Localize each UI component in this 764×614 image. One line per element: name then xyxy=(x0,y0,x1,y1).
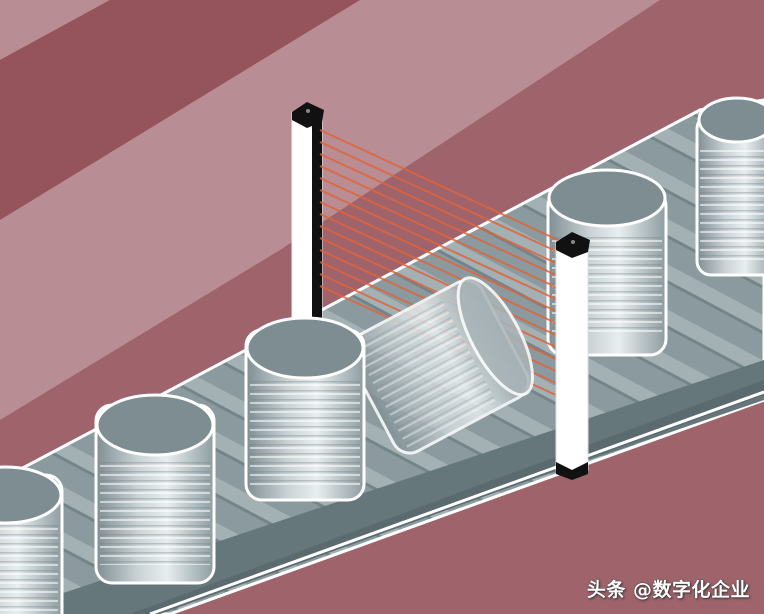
upright-can xyxy=(0,465,64,614)
upright-can xyxy=(695,96,764,277)
fallen-can xyxy=(346,276,534,455)
upright-can xyxy=(244,316,366,502)
light-curtain-emitter xyxy=(291,102,324,323)
upright-can xyxy=(94,393,216,585)
light-curtain-receiver xyxy=(555,232,590,480)
watermark-text: 头条 @数字化企业 xyxy=(586,579,750,601)
